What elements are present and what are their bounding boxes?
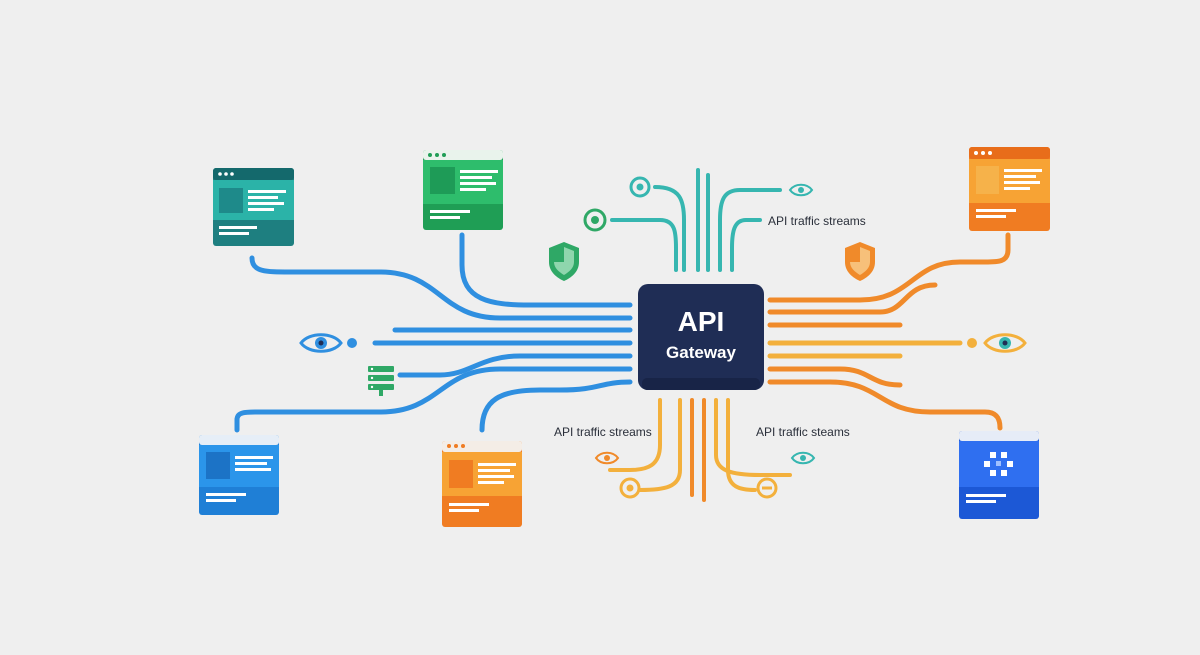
top-connection-lines [610,168,782,272]
left-dot [347,338,357,348]
orange-browser-window-icon [969,147,1050,231]
right-connection-lines [767,232,1011,431]
gateway-subtitle: Gateway [666,343,736,362]
gateway-box-base [642,378,760,390]
blue-browser-window-icon [199,435,279,515]
server-stack-icon [368,366,394,396]
line-right-6 [767,366,903,388]
eye-icon [299,333,343,353]
eye-icon-bottom-right [790,451,816,465]
line-bottom-2 [638,398,682,492]
gateway-title: API [678,306,725,337]
label-bottom-left: API traffic streams [554,425,652,439]
label-top-right: API traffic streams [768,214,866,228]
line-blue-window [234,366,633,433]
line-server-stack [397,353,633,378]
bottom-connection-lines [608,398,792,502]
api-gateway-block: API Gateway [638,284,764,390]
eye-icon-top [788,183,814,197]
gateway-box [638,284,764,390]
right-dot [967,338,977,348]
orange-shield-icon [845,242,875,281]
line-bottom-6 [726,398,757,492]
eye-icon-bottom-left [594,451,620,465]
line-orange-window [767,232,1011,303]
line-blue-cluster [767,379,1003,431]
cluster-icon [984,452,1013,476]
target-icon-bottom [619,477,641,499]
left-connection-lines [234,232,633,433]
line-top-1 [653,185,686,272]
line-bottom-1 [608,398,662,472]
line-orange-window-bottom [479,379,633,433]
line-top-6 [730,218,762,272]
orange-browser-window-icon-bottom [442,441,522,527]
green-browser-window-icon [423,150,503,230]
line-right-2 [767,282,938,315]
line-top-5 [718,188,782,272]
target-icon-2 [583,208,607,232]
line-teal-window [249,255,633,321]
line-green-window [459,232,633,308]
eye-icon-right [983,333,1027,353]
green-shield-icon [549,242,579,281]
target-icon [629,176,651,198]
blue-cluster-window-icon [959,431,1039,519]
teal-browser-window-icon [213,168,294,246]
label-bottom-right: API traffic steams [756,425,850,439]
minus-circle-icon [756,477,778,499]
line-top-2 [610,218,678,272]
